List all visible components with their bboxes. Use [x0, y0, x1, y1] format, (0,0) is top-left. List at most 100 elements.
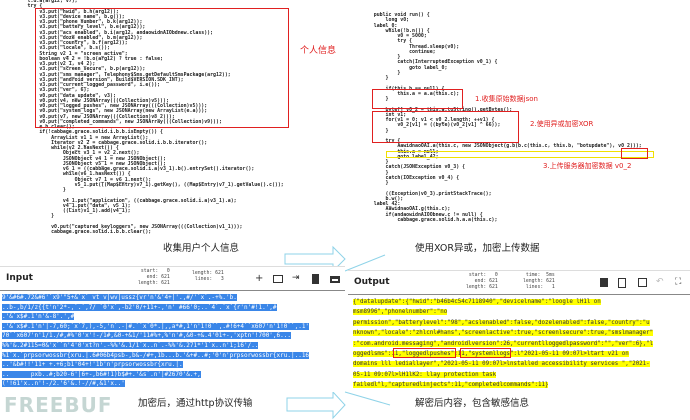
copy-icon[interactable]: [618, 278, 626, 288]
code-line: byte[] v0_2 = this.a.toString().getBytes…: [362, 106, 513, 113]
code-line: v0.put("completed_commands", new JSONArr…: [4, 118, 222, 125]
output-stats: start: 0 end: 621 length: 621: [466, 273, 498, 290]
import-icon[interactable]: ⇥: [292, 273, 300, 283]
code-line: v3.put("acs_enabled", b.i(arg12, andaowi…: [4, 29, 214, 36]
code-line: v0.put("captured_keyloggers", new JSONAr…: [4, 223, 243, 230]
input-header: Input start: 0 end: 621 length: 621 leng…: [0, 267, 345, 291]
xor-box: [372, 111, 519, 143]
code-line: }: [4, 213, 55, 220]
code-line: goto label_42;: [362, 153, 439, 160]
note-2: 2.使用异或加密XOR: [530, 120, 594, 128]
output-stats-2: time: 5ms length: 621 lines: 1: [523, 273, 555, 290]
text-line: nknown","locale":"zhlcnl#hans","screenla…: [353, 330, 654, 337]
text-line: ..'&b#!!'11+ +.+6;b1'04+!'1b'n'prpsorwos…: [2, 361, 183, 369]
code-line: 9'&#6#.72&#6'`x9'"5+&`x` vt v|wv|ussz{vr…: [2, 293, 345, 303]
code-line: v0.put(v7, new JSONArray(((Collection)v8…: [4, 113, 175, 120]
code-line: try {: [362, 138, 401, 144]
code-line: boolean v4_2 = !b.o(arg12) ? true : fals…: [4, 55, 163, 62]
text-line: .. pxb..#;b20-6'|6+-,b6#!1)b$#+.'&s`.n'|…: [2, 370, 201, 378]
trash-icon[interactable]: [312, 274, 319, 284]
output-panel: Output start: 0 end: 621 length: 621 tim…: [348, 270, 690, 392]
code-line: v3.put("sms_manager", Telephony$Sms.getD…: [4, 71, 231, 78]
code-line: v3.put("ver", 6);: [4, 87, 90, 94]
code-line: label_0:: [362, 22, 398, 29]
code-line: .. pxb..#;b20-6'|6+-,b6#!1)b$#+.'&s`.n'|…: [2, 370, 345, 380]
text-line: ('!61'x..n'!-/2.'6'&.!-//#,&1'x..': [2, 380, 125, 388]
code-line: v3.put("locale", b.s());: [4, 45, 110, 52]
code-line: domains lll lediallayer","2021-05-11 09:…: [353, 359, 690, 369]
input-textarea[interactable]: 9'&#6#.72&#6'`x9'"5+&`x` vt v|wv|ussz{vr…: [0, 291, 345, 389]
output-text[interactable]: {"datalupdate":{"hwid":"b46b4c54c7118940…: [348, 295, 690, 391]
code-line: failedl"l,"capturedlinjects":11,"complet…: [353, 380, 690, 390]
code-line: while(v6_1.hasNext()) {: [4, 171, 131, 178]
code-line: continue;: [362, 48, 436, 55]
undo-icon[interactable]: ↶: [656, 277, 664, 287]
code-line: %1`x.`prpsorwossbr{xru.|.6#06b4psb-,b&-/…: [2, 351, 345, 361]
code-line: ('!61'x..n'!-/2.'6'&.!-//#,&1'x..': [2, 379, 345, 389]
code-line: Thread.sleep(v0);: [362, 43, 460, 50]
collect-caption: 收集用户个人信息: [163, 243, 240, 254]
code-line: b.w();: [362, 195, 404, 202]
code-line: v0.put("logged_pushes", new JSONArray(((…: [4, 103, 208, 109]
code-line: v4_1.put("data", v5_1);: [4, 202, 131, 209]
code-line: JSONObject v5_1 = new JSONObject();: [4, 160, 166, 167]
code-line: AawidnaoOAI.a(this.c, new JSONObject(g.b…: [362, 143, 642, 150]
code-line: }: [4, 187, 66, 193]
text-line: msm8996","phonelnumber":"no: [353, 309, 448, 316]
v0-2-box: [621, 148, 648, 159]
code-line: while(v2_2.hasNext()) {: [4, 145, 119, 151]
code-line: {"datalupdate":{"hwid":"b46b4c54c7118940…: [353, 297, 690, 307]
text-line: %1`x.`prpsorwossbr{xru.|.6#06b4psb-,b&-/…: [2, 351, 310, 359]
code-line: ..'&b#!!'11+ +.+6;b1'04+!'1b'n'prpsorwos…: [2, 360, 345, 370]
code-line: Object v7_1 = v6_1.next();: [4, 176, 152, 183]
text-line: .'&`x$#.1'n'|-7,60;`x`7,),-5,'n`.-|#.``x…: [2, 322, 310, 330]
personal-info-box: [35, 8, 289, 128]
code-line: nknown","locale":"zhlcnl#hans","screenla…: [353, 328, 690, 338]
code-line: }: [362, 75, 389, 81]
text-line: domains lll lediallayer","2021-05-11 09:…: [353, 361, 650, 368]
code-line: AawidnaoOAI.g(this.c);: [362, 206, 451, 213]
plus-icon[interactable]: +: [255, 273, 264, 284]
code-line: while(!b.n()) {: [362, 27, 430, 34]
output-title: Output: [354, 277, 390, 287]
text-line: %%'&.2#115=0&'x``n'4'0'xt?n'.-%%'&.1/1`x…: [2, 341, 259, 349]
code-line: 70``x607'n'1/1./#,#%'0'x'!-/1#,&0-+&1/'1…: [2, 331, 345, 341]
code-line: catch(IOException v0_4) {: [362, 174, 460, 181]
code-line: }: [362, 127, 389, 134]
text-line: :"com.android.messaging","androidlversio…: [353, 340, 654, 347]
code-line: v5_1.put(((Map$Entry)v7_1).getKey(), ((M…: [4, 181, 284, 188]
arrow-right-icon: [284, 245, 346, 273]
code-line: v3.put("screen_secure", b.p(arg12));: [4, 66, 146, 73]
layout-icon[interactable]: [330, 276, 340, 283]
code-line: v0 = 5000;: [362, 33, 427, 39]
code-line: v3.put("phone_number", b.k(arg12));: [4, 19, 143, 25]
fullscreen-icon[interactable]: ⛶: [675, 277, 682, 287]
text-line: 05-11 09:07l>lH1lK2: llay protection tas…: [353, 371, 497, 378]
input-panel: Input start: 0 end: 621 length: 621 leng…: [0, 266, 345, 392]
code-line: 05-11 09:07l>lH1lK2: llay protection tas…: [353, 370, 690, 380]
save-icon[interactable]: [600, 278, 608, 287]
personal-info-note: 个人信息: [300, 46, 337, 56]
xor-caption: 使用XOR异或，加密上传数据: [415, 243, 540, 254]
code-line: v4_1.put("application", ((cabbage.grace.…: [4, 197, 237, 204]
code-line: v3.put("hwid", b.h(arg12));: [4, 8, 119, 15]
code-line: }: [362, 96, 389, 102]
note-1: 1.收集原始数据json: [475, 95, 538, 103]
code-line: v0.put(v4, new JSONArray(((Collection)v5…: [4, 97, 169, 104]
folder-icon[interactable]: [273, 275, 283, 283]
code-line: }: [362, 69, 401, 76]
text-line: {"datalupdate":{"hwid":"b46b4c54c7118940…: [353, 299, 601, 305]
code-line: int v1;: [362, 111, 407, 118]
code-line: %%'&.2#115=0&'x``n'4'0'xt?n'.-%%'&.1/1`x…: [2, 341, 345, 351]
code-line: catch(JSONException v0_3) {: [362, 164, 466, 171]
code-line: .'&`x$#.1'n'|-7,60;`x`7,),-5,'n`.-|#.``x…: [2, 322, 345, 332]
replace-input-icon[interactable]: [638, 278, 647, 287]
logged-pushes-box: [393, 348, 456, 358]
code-line: v3.put("country", b.f(arg12));: [4, 40, 128, 46]
code-line: try {: [4, 3, 43, 10]
code-line: JSONObject v4_1 = new JSONObject();: [4, 155, 166, 162]
code-line: }: [362, 159, 389, 165]
xor-code: public void run() { long v0; label_0: wh…: [362, 12, 690, 223]
code-line: label_42:: [362, 201, 401, 207]
code-line: ((List)v1_1).add(v4_1);: [4, 208, 131, 214]
